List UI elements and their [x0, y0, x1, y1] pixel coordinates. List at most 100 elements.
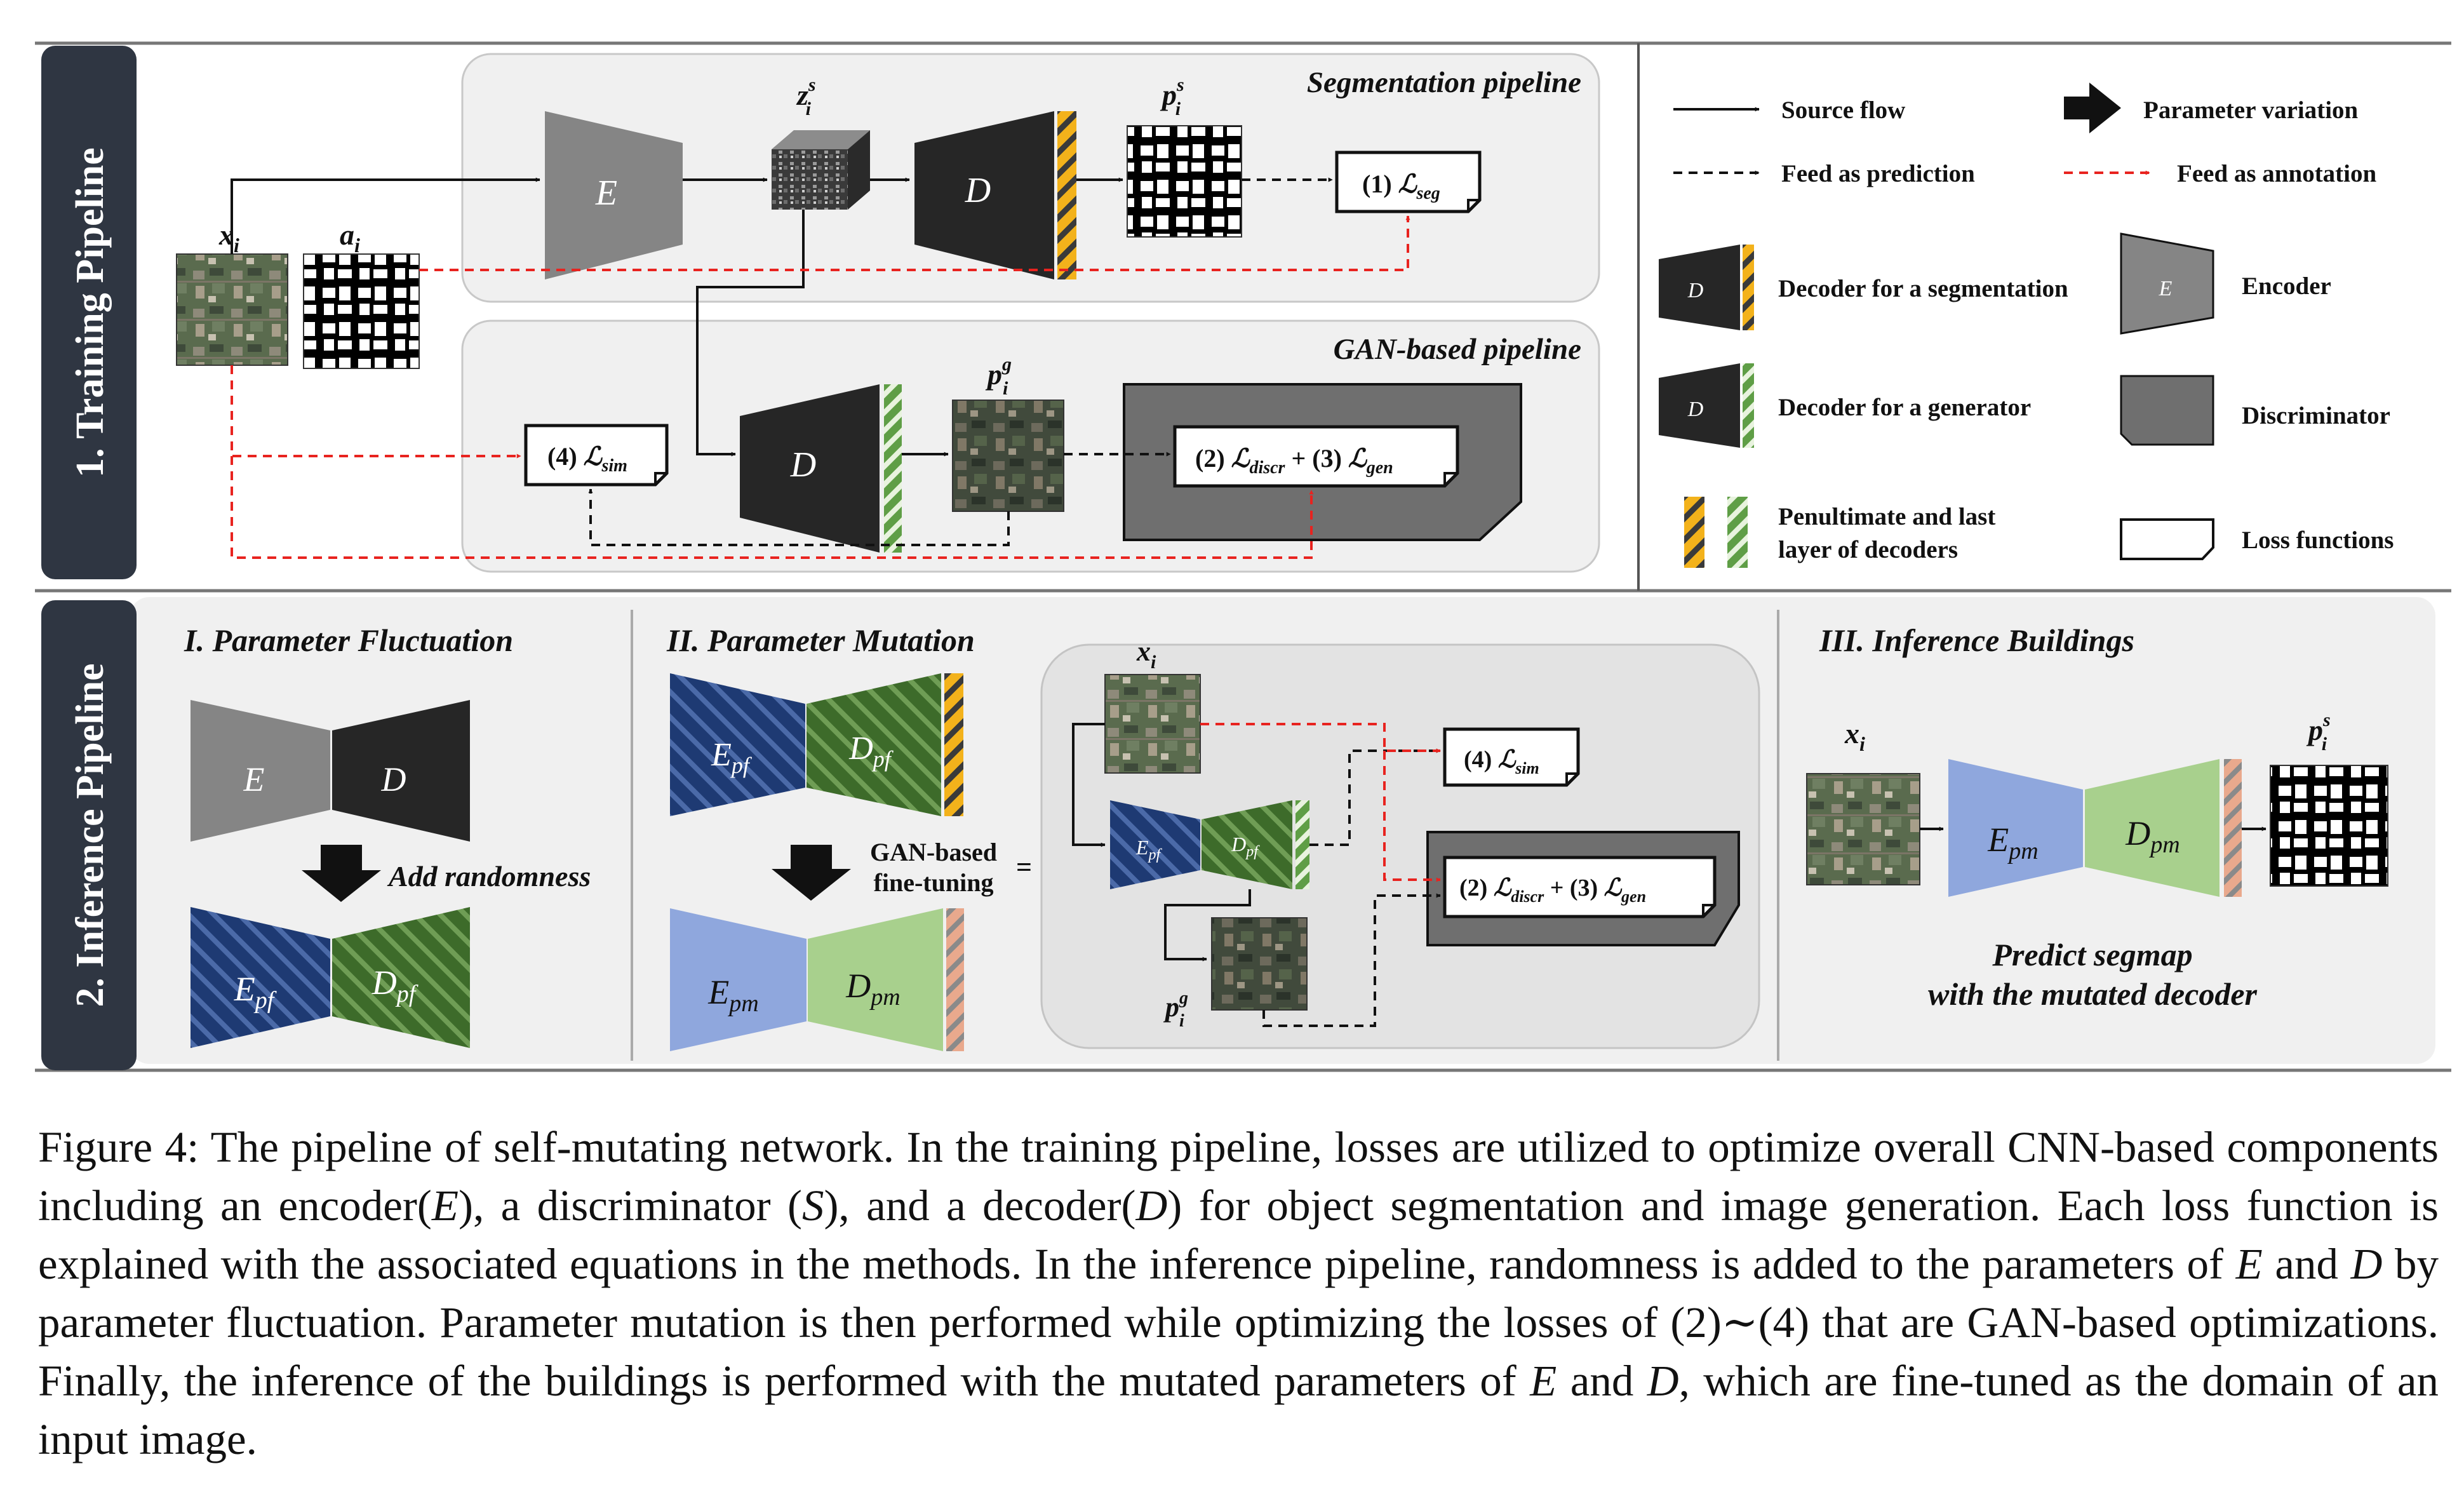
pm-decoder-label: Dpm	[845, 967, 900, 1011]
pm-decoder	[808, 908, 943, 1051]
encoder-label: E	[595, 173, 617, 213]
pm-encoder	[670, 908, 807, 1051]
legend-source-flow: Source flow	[1781, 97, 1905, 124]
fine-tuning-arrow	[772, 845, 851, 901]
encoder-block	[545, 111, 683, 279]
training-annotation-arrows	[231, 215, 1410, 559]
detail-loss-sim-label: (4) ℒsim	[1464, 746, 1539, 777]
detail-aerial-image	[1104, 674, 1201, 774]
legend-seg-decoder-icon-label: D	[1687, 279, 1704, 302]
seg-prediction-map	[1127, 125, 1242, 238]
parameter-mutation-title: II. Parameter Mutation	[666, 622, 975, 658]
legend-discriminator: Discriminator	[2242, 402, 2390, 429]
legend-decoder-seg: Decoder for a segmentation	[1778, 275, 2068, 302]
infer-pm-decoder	[2085, 759, 2220, 897]
pf-decoder-label: Dpf	[372, 964, 418, 1007]
legend-encoder: Encoder	[2242, 272, 2331, 300]
figure-caption: Figure 4: The pipeline of self-mutating …	[38, 1123, 2439, 1463]
pm-input-encoder	[670, 673, 805, 816]
a-i-label: ai	[340, 218, 360, 257]
loss-seg-label: (1) ℒseg	[1362, 170, 1440, 203]
training-sidebar	[41, 46, 137, 579]
loss-seg-box	[1335, 151, 1482, 213]
training-sidebar-label: 1. Training Pipeline	[69, 147, 112, 478]
add-randomness-arrow	[302, 845, 381, 902]
legend-feed-annotation: Feed as annotation	[2177, 160, 2377, 187]
training-section: 1. Training Pipeline Segmentation pipeli…	[35, 41, 2451, 593]
detail-pf-encoder-label: Epf	[1135, 836, 1163, 863]
detail-pf-decoder	[1202, 800, 1292, 889]
loss-gan-label: (2) ℒdiscr + (3) ℒgen	[1195, 444, 1393, 478]
legend-encoder-icon	[2120, 232, 2214, 335]
detail-last-layer	[1296, 800, 1309, 889]
legend-penultimate: Penultimate and last	[1778, 503, 1995, 530]
latent-cube	[772, 130, 870, 210]
seg-decoder-block	[914, 111, 1054, 279]
detail-pf-decoder-label: Dpf	[1231, 833, 1260, 860]
detail-loss-gan-label: (2) ℒdiscr + (3) ℒgen	[1459, 875, 1646, 906]
gen-decoder-label: D	[790, 445, 816, 485]
pf-encoder-label: Epf	[234, 970, 277, 1014]
detail-prediction-arrows	[1262, 748, 1441, 1027]
legend-last-layer-icon	[1727, 497, 1748, 568]
gan-fine-tuning-line1: GAN-based	[870, 838, 997, 866]
detail-annotation-arrows	[1200, 723, 1441, 882]
add-randomness-label: Add randomness	[387, 860, 591, 892]
detail-loss-sim-box	[1443, 727, 1580, 787]
legend-feed-prediction: Feed as prediction	[1781, 160, 1975, 187]
infer-penultimate	[2224, 759, 2242, 897]
legend-discriminator-icon	[2120, 375, 2214, 446]
infer-pm-encoder-label: Epm	[1987, 821, 2038, 864]
x-i-label: xi	[218, 218, 239, 257]
pm-penultimate	[946, 908, 964, 1051]
pm-input-decoder	[807, 673, 941, 816]
gen-decoder-block	[740, 384, 880, 553]
parameter-variation-icon	[2064, 83, 2121, 133]
detail-x-i-label: xi	[1136, 636, 1156, 673]
gan-fine-tuning-line2: fine-tuning	[874, 868, 994, 897]
seg-decoder-label: D	[965, 171, 991, 210]
infer-aerial-image	[1806, 773, 1920, 885]
inference-sidebar	[41, 600, 137, 1070]
infer-x-i-label: xi	[1844, 717, 1865, 755]
inference-section: 2. Inference Pipeline I. Parameter Fluct…	[35, 597, 2451, 1072]
loss-gan-box	[1173, 425, 1459, 488]
detail-generated-image	[1211, 917, 1308, 1011]
legend-loss-functions: Loss functions	[2242, 527, 2394, 554]
predict-segmap-line1: Predict segmap	[1992, 937, 2192, 972]
equals-sign: =	[1016, 852, 1032, 883]
aerial-image-x	[176, 253, 288, 366]
legend-penultimate-icon	[1684, 497, 1704, 568]
pf-original-decoder	[332, 700, 470, 842]
training-source-flow-arrows	[231, 177, 1123, 457]
loss-sim-label: (4) ℒsim	[547, 442, 627, 476]
detail-pf-encoder	[1110, 800, 1200, 889]
legend-encoder-icon-label: E	[2159, 277, 2173, 300]
legend-parameter-variation: Parameter variation	[2143, 97, 2359, 124]
inference-buildings-title: III. Inference Buildings	[1819, 622, 2134, 658]
segmentation-pipeline-title: Segmentation pipeline	[1307, 66, 1581, 99]
gan-pipeline-title: GAN-based pipeline	[1334, 333, 1581, 366]
seg-decoder-penultimate	[1057, 111, 1076, 279]
infer-segmap	[2270, 765, 2388, 887]
legend-seg-decoder-icon	[1659, 245, 1740, 330]
generated-image	[952, 400, 1064, 512]
pf-original-encoder	[191, 700, 330, 842]
pf-original-decoder-label: D	[381, 760, 406, 798]
pf-decoder	[332, 907, 470, 1048]
legend: Source flow Parameter variation Feed as …	[1659, 83, 2394, 568]
detail-source-flow-arrows	[1072, 723, 1251, 962]
pm-input-encoder-label: Epf	[711, 737, 753, 778]
infer-pm-decoder-label: Dpm	[2125, 814, 2179, 858]
pipeline-diagram: 1. Training Pipeline Segmentation pipeli…	[35, 41, 2451, 1072]
annotation-map-a	[303, 253, 420, 369]
legend-gen-decoder-icon-label: D	[1687, 398, 1704, 421]
training-prediction-arrows	[588, 177, 1333, 546]
legend-gen-decoder-icon	[1659, 363, 1740, 448]
loss-sim-box	[524, 424, 669, 487]
